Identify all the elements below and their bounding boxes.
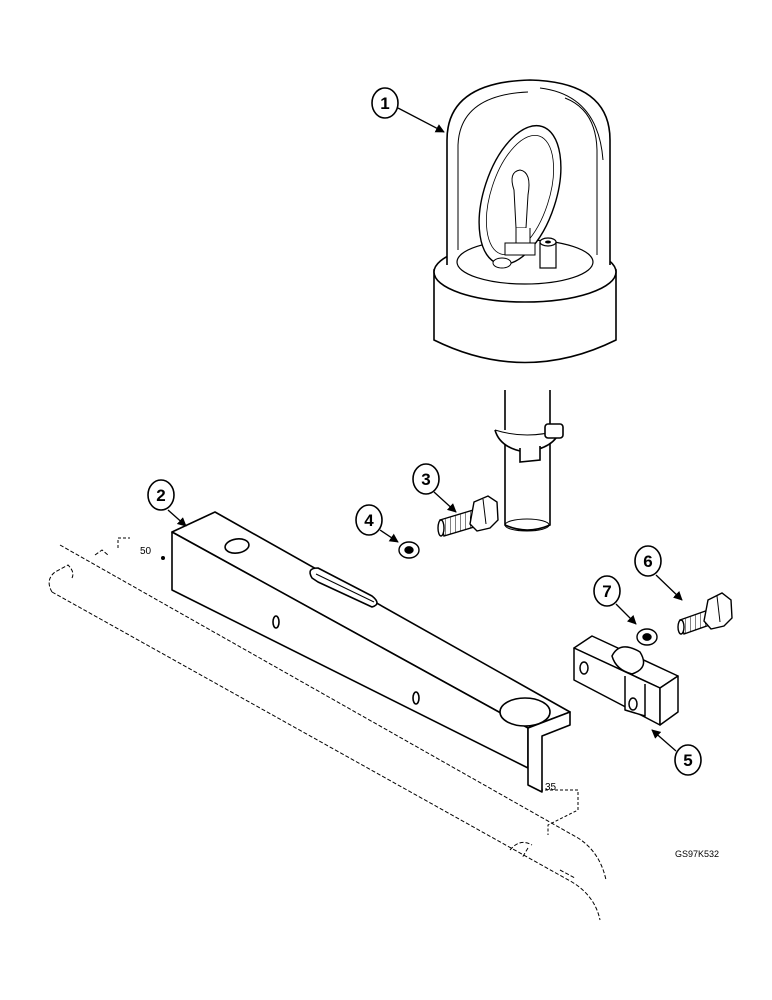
callout-4-label: 4: [364, 511, 374, 530]
callout-1-label: 1: [380, 94, 389, 113]
callout-2: 2: [147, 479, 187, 527]
callout-3: 3: [412, 463, 457, 513]
callout-5: 5: [651, 729, 702, 776]
dimension-35-label: 35: [545, 782, 557, 793]
callout-5-label: 5: [683, 751, 692, 770]
mounting-bracket: [171, 511, 571, 793]
bolt-3: [437, 495, 499, 537]
reference-code: GS97K532: [675, 849, 719, 859]
clamp-block-5: [573, 635, 679, 726]
callout-6-label: 6: [643, 552, 652, 571]
callout-2-label: 2: [156, 486, 165, 505]
callout-6: 6: [634, 545, 683, 601]
callout-4: 4: [355, 504, 399, 543]
dimension-50: 50: [117, 537, 165, 560]
cab-roof-outline: [48, 544, 607, 921]
beacon-lamp: [433, 79, 617, 532]
washer-4: [398, 541, 420, 559]
callout-1: 1: [371, 87, 445, 133]
callout-7-label: 7: [602, 582, 611, 601]
bolt-6: [677, 592, 733, 635]
callout-7: 7: [593, 575, 637, 625]
dimension-50-label: 50: [140, 546, 152, 557]
callout-3-label: 3: [421, 470, 430, 489]
washer-7: [636, 628, 658, 646]
